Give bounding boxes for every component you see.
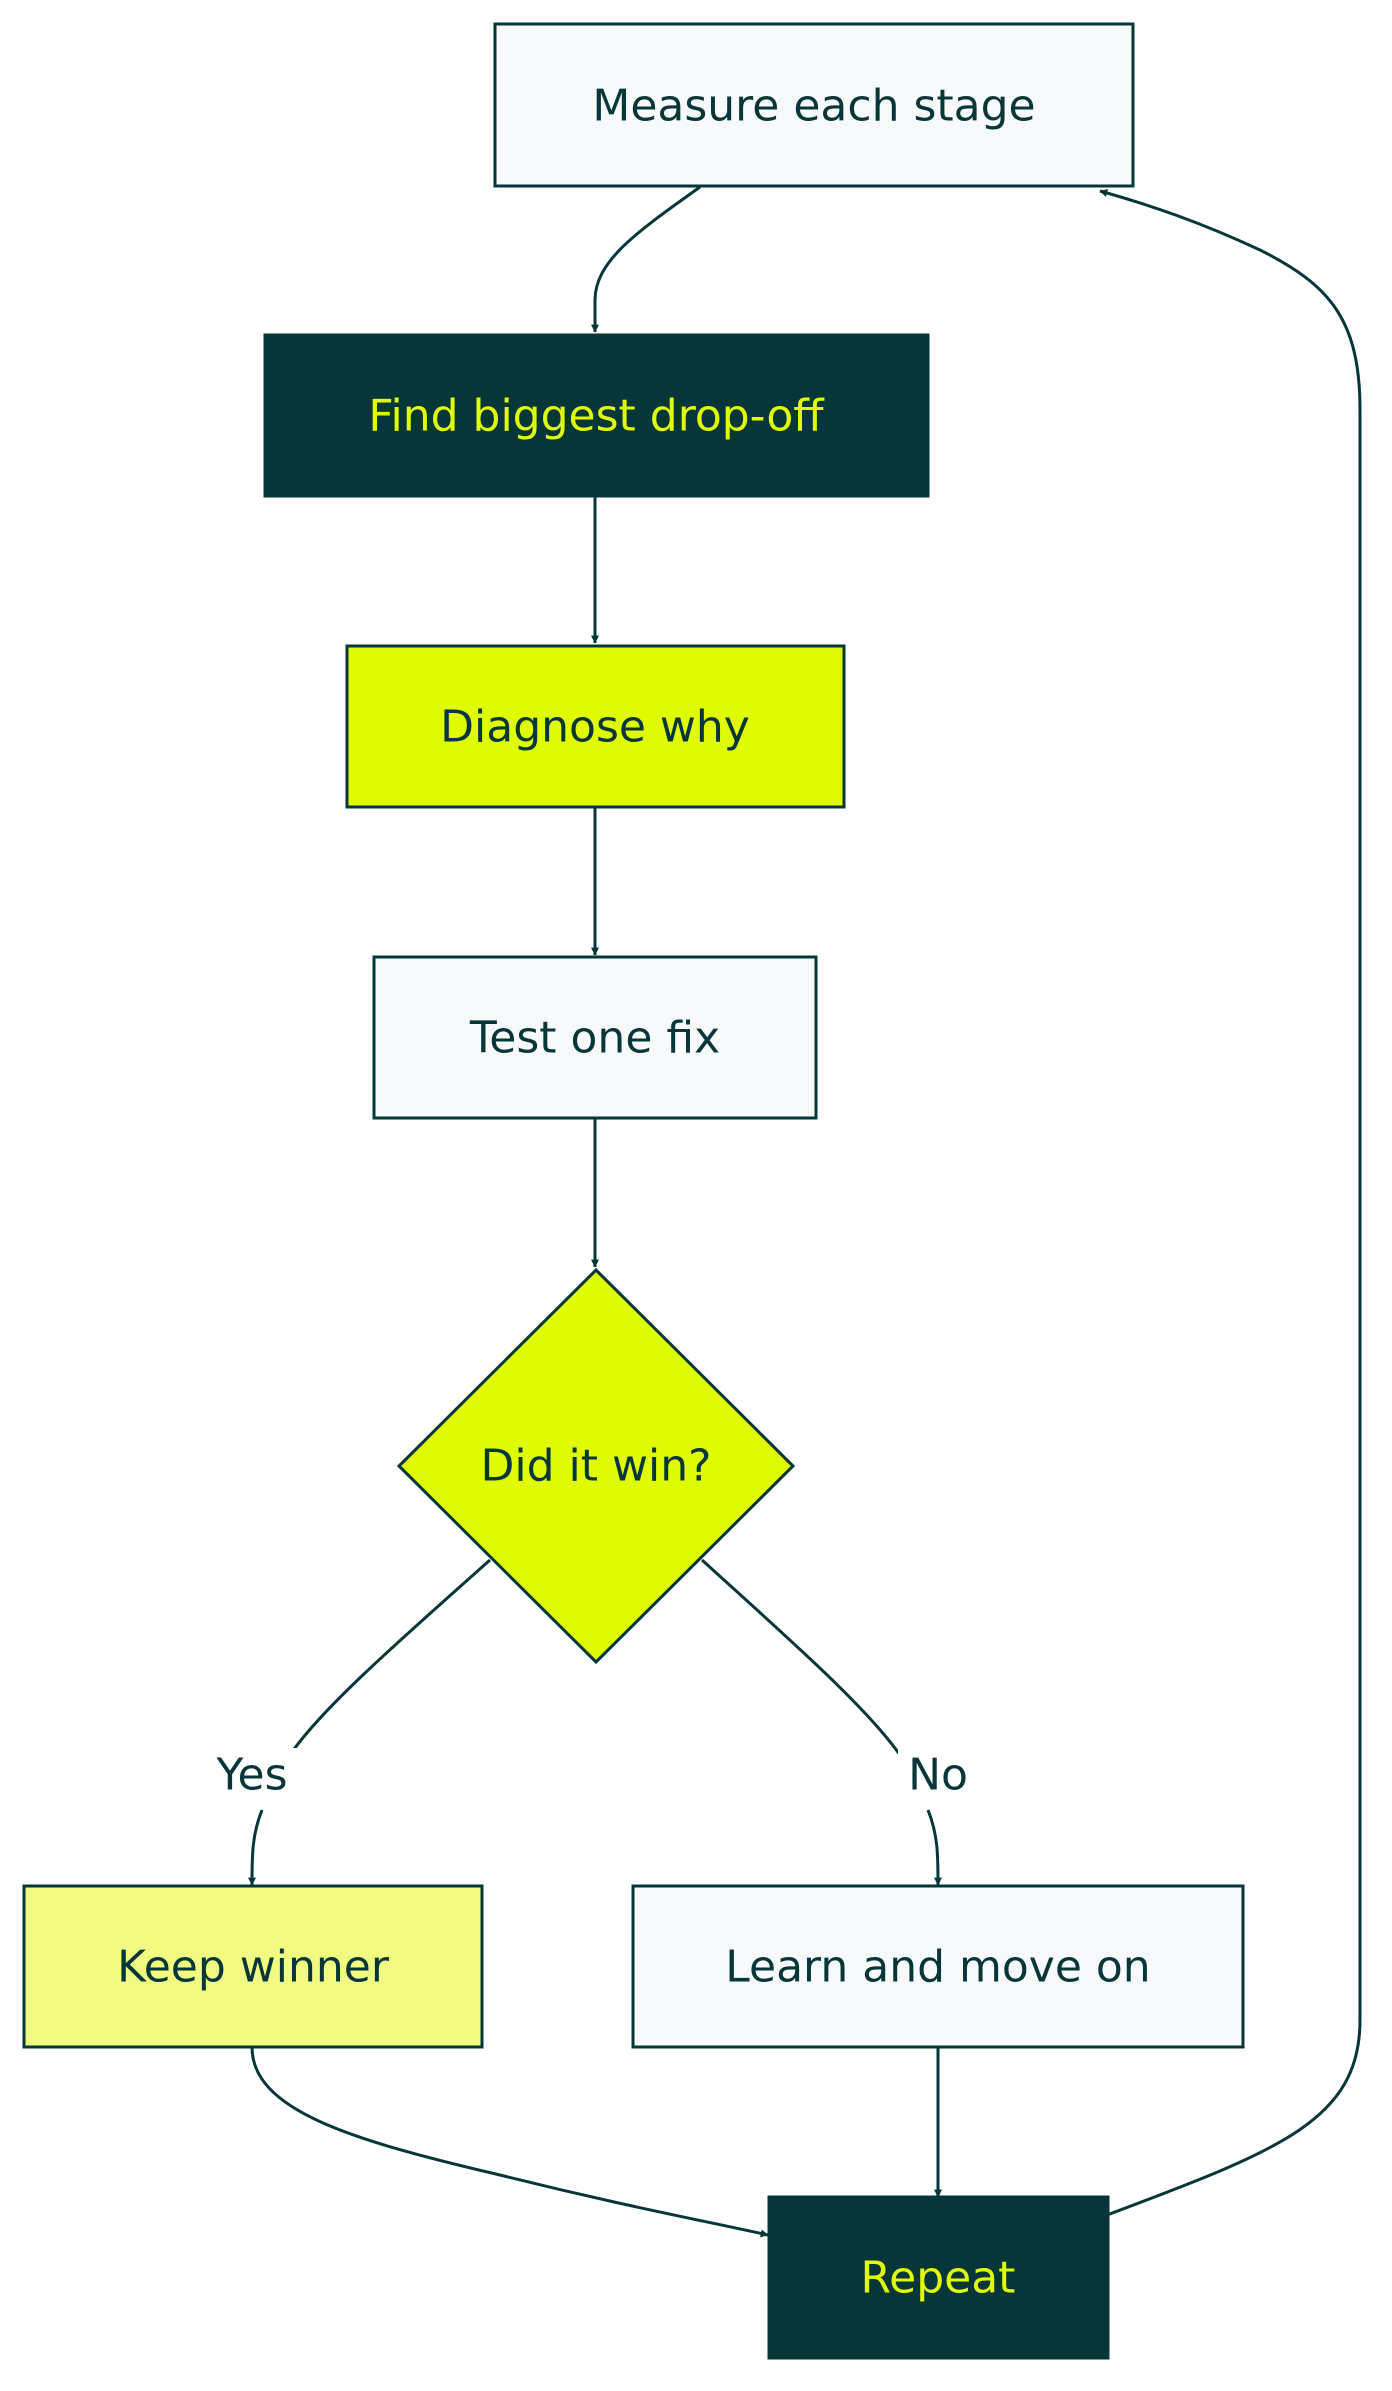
edge-label-yes: Yes bbox=[215, 1750, 287, 1801]
edges bbox=[250, 185, 1362, 2238]
node-learn[interactable]: Learn and move on bbox=[631, 1884, 1245, 2049]
node-find-label: Find biggest drop-off bbox=[368, 391, 825, 442]
edge-measure-to-find bbox=[591, 185, 701, 333]
node-learn-label: Learn and move on bbox=[725, 1942, 1150, 1993]
node-diagnose[interactable]: Diagnose why bbox=[345, 644, 846, 809]
node-find[interactable]: Find biggest drop-off bbox=[263, 333, 930, 498]
node-diagnose-label: Diagnose why bbox=[440, 702, 750, 753]
edge-labels: Yes No bbox=[205, 1748, 978, 1804]
node-decision-label: Did it win? bbox=[481, 1441, 712, 1492]
node-repeat[interactable]: Repeat bbox=[767, 2195, 1110, 2360]
node-keep[interactable]: Keep winner bbox=[22, 1884, 484, 2049]
edge-label-no-bg bbox=[898, 1748, 978, 1804]
node-test-label: Test one fix bbox=[469, 1013, 720, 1064]
node-keep-label: Keep winner bbox=[117, 1942, 390, 1993]
edge-repeat-to-measure bbox=[1099, 189, 1362, 2217]
node-decision[interactable]: Did it win? bbox=[396, 1267, 796, 1665]
edge-keep-to-repeat bbox=[250, 2046, 769, 2238]
node-repeat-label: Repeat bbox=[861, 2253, 1016, 2304]
edge-label-no: No bbox=[908, 1750, 968, 1801]
node-test[interactable]: Test one fix bbox=[372, 955, 818, 1120]
edge-label-yes-bg bbox=[205, 1748, 299, 1804]
edge-decision-to-keep bbox=[252, 1558, 491, 1885]
edge-decision-to-learn bbox=[700, 1558, 938, 1885]
node-measure[interactable]: Measure each stage bbox=[493, 22, 1135, 188]
node-measure-label: Measure each stage bbox=[592, 81, 1035, 132]
